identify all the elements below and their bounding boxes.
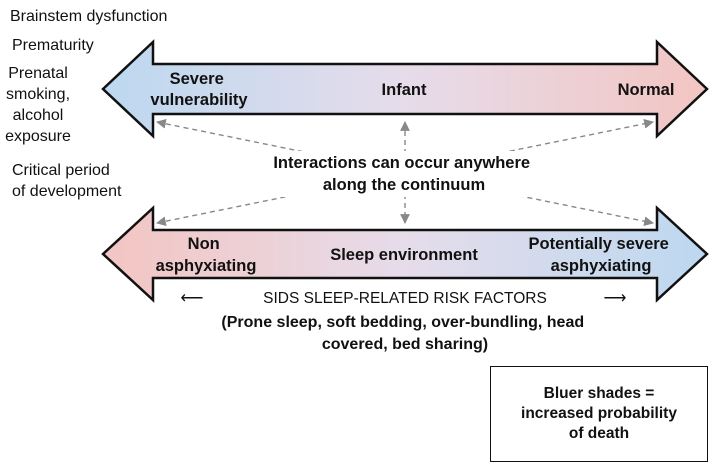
non-asphyxiating-label: Non asphyxiating <box>156 235 257 275</box>
potentially-severe-asphyxiating-label: Potentially severe asphyxiating <box>529 235 674 275</box>
factor-prenatal-exposure: Prenatal smoking, alcohol exposure <box>0 63 76 147</box>
legend-line: increased probability <box>521 405 677 422</box>
risk-factors-right-arrow: ⟶ <box>604 290 627 307</box>
infant-label: Infant <box>382 81 427 99</box>
interaction-text-backing <box>250 151 558 197</box>
sleep-environment-arrow <box>101 205 709 303</box>
factor-line: of development <box>12 183 122 200</box>
severe-vulnerability-label: Severe vulnerability <box>150 70 248 109</box>
factor-line: Brainstem dysfunction <box>10 8 168 25</box>
legend-box: Bluer shades = increased probability of … <box>490 366 708 462</box>
sleep-environment-label: Sleep environment <box>330 246 478 264</box>
infant-continuum-arrow <box>101 39 709 139</box>
legend-line: of death <box>568 425 630 442</box>
factor-line: smoking, <box>5 86 71 103</box>
normal-label: Normal <box>618 81 675 99</box>
legend-line: Bluer shades = <box>543 385 655 402</box>
factor-line: alcohol <box>12 107 64 124</box>
factor-prematurity: Prematurity <box>12 35 94 56</box>
risk-factors-detail: (Prone sleep, soft bedding, over-bundlin… <box>221 314 588 353</box>
interaction-text: Interactions can occur anywhere along th… <box>273 154 534 194</box>
risk-factors-title: SIDS SLEEP-RELATED RISK FACTORS <box>263 290 547 307</box>
factor-line: exposure <box>5 128 71 145</box>
factor-line: Critical period <box>12 162 110 179</box>
factor-critical-period: Critical period of development <box>12 160 121 202</box>
factor-brainstem: Brainstem dysfunction <box>10 6 167 27</box>
risk-factors-left-arrow: ⟵ <box>181 290 204 307</box>
factor-line: Prenatal <box>8 65 68 82</box>
factor-line: Prematurity <box>12 37 94 54</box>
